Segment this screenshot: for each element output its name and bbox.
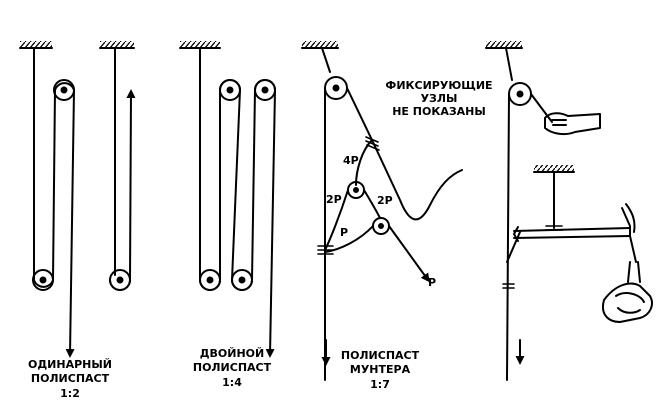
ceiling-anchor-1 xyxy=(19,41,53,61)
ceiling-anchor-4 xyxy=(301,41,339,73)
svg-text:ПОЛИСПАСТ: ПОЛИСПАСТ xyxy=(31,372,110,385)
hand-icon xyxy=(544,112,601,136)
ceiling-anchor-2 xyxy=(99,41,135,49)
svg-text:1:4: 1:4 xyxy=(222,376,242,389)
single-pulley-lifted-load xyxy=(99,41,136,291)
svg-text:МУНТЕРА: МУНТЕРА xyxy=(350,363,411,376)
svg-text:ДВОЙНОЙ: ДВОЙНОЙ xyxy=(200,347,265,360)
hauling-with-ice-axe xyxy=(485,41,653,381)
ceiling-anchor-5 xyxy=(485,41,523,81)
rope-1 xyxy=(33,59,75,358)
double-pulley-system xyxy=(179,41,276,358)
munter-pulley-system xyxy=(301,41,463,381)
caption-munter: ПОЛИСПАСТ МУНТЕРА 1:7 xyxy=(341,349,420,391)
boot-load-icon xyxy=(602,261,653,323)
knot-upper-5 xyxy=(365,136,380,151)
ice-axe-icon xyxy=(513,203,637,263)
svg-text:УЗЛЫ: УЗЛЫ xyxy=(421,92,458,105)
ceiling-anchor-3 xyxy=(179,41,221,49)
single-pulley-system xyxy=(19,41,75,358)
svg-text:ПОЛИСПАСТ: ПОЛИСПАСТ xyxy=(341,349,420,362)
svg-text:НЕ ПОКАЗАНЫ: НЕ ПОКАЗАНЫ xyxy=(392,105,486,118)
svg-text:1:2: 1:2 xyxy=(60,387,80,400)
ceiling-anchor-6 xyxy=(533,165,575,173)
force-label-p-pull: P xyxy=(428,276,436,289)
force-label-p-mid: P xyxy=(340,226,348,239)
rope-2 xyxy=(199,79,276,358)
svg-text:ОДИНАРНЫЙ: ОДИНАРНЫЙ xyxy=(28,358,112,371)
knot-lower-5 xyxy=(317,245,334,255)
caption-single: ОДИНАРНЫЙ ПОЛИСПАСТ 1:2 xyxy=(28,358,112,400)
caption-double: ДВОЙНОЙ ПОЛИСПАСТ 1:4 xyxy=(193,347,272,389)
svg-text:ФИКСИРУЮЩИЕ: ФИКСИРУЮЩИЕ xyxy=(385,79,492,92)
note-fixing-knots: ФИКСИРУЮЩИЕ УЗЛЫ НЕ ПОКАЗАНЫ xyxy=(385,79,492,118)
svg-text:1:7: 1:7 xyxy=(370,378,390,391)
svg-text:ПОЛИСПАСТ: ПОЛИСПАСТ xyxy=(193,361,272,374)
main-rope-3 xyxy=(324,87,463,381)
force-label-2p-left: 2P xyxy=(326,193,342,206)
force-label-4p: 4P xyxy=(343,154,359,167)
force-label-2p-right: 2P xyxy=(377,194,393,207)
